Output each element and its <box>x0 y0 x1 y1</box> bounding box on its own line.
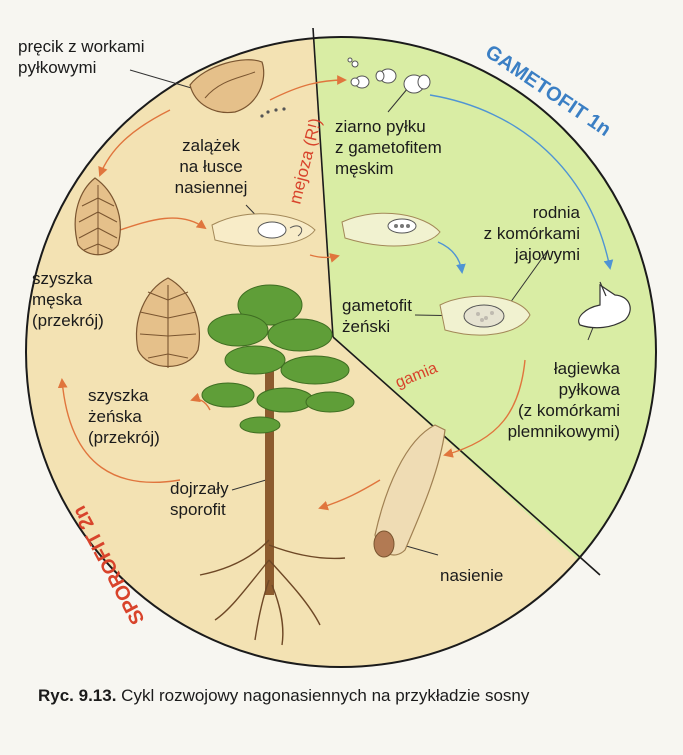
female-cone-illustration <box>136 277 200 368</box>
seed-illustration <box>373 424 446 558</box>
ovule-pollinated-illustration <box>341 212 441 247</box>
gamy-boundary-line <box>332 336 601 576</box>
gametophyte-region <box>313 37 656 667</box>
cycle-arrows-blue <box>429 94 614 274</box>
meiosis-boundary-line <box>312 27 334 338</box>
pollen-tube-illustration <box>578 281 631 329</box>
cycle-outline <box>25 36 657 668</box>
pollen-grains <box>347 57 431 94</box>
figure-caption: Ryc. 9.13. Cykl rozwojowy nagonasiennych… <box>38 686 529 706</box>
stamen-illustration <box>189 59 286 118</box>
figure-caption-text: Cykl rozwojowy nagonasiennych na przykła… <box>116 686 530 705</box>
diagram-canvas: mejoza (R!) gamia GAMETOFIT 1n SPOROFIT … <box>25 27 657 668</box>
seed-label: nasienie <box>440 566 504 585</box>
figure-number: Ryc. 9.13. <box>38 686 117 705</box>
pine-tree-illustration <box>199 284 355 646</box>
cycle-arrows-orange <box>57 75 526 511</box>
male-cone-illustration <box>74 177 121 256</box>
ovule-illustration <box>211 213 316 247</box>
female-gametophyte-illustration <box>439 295 531 336</box>
